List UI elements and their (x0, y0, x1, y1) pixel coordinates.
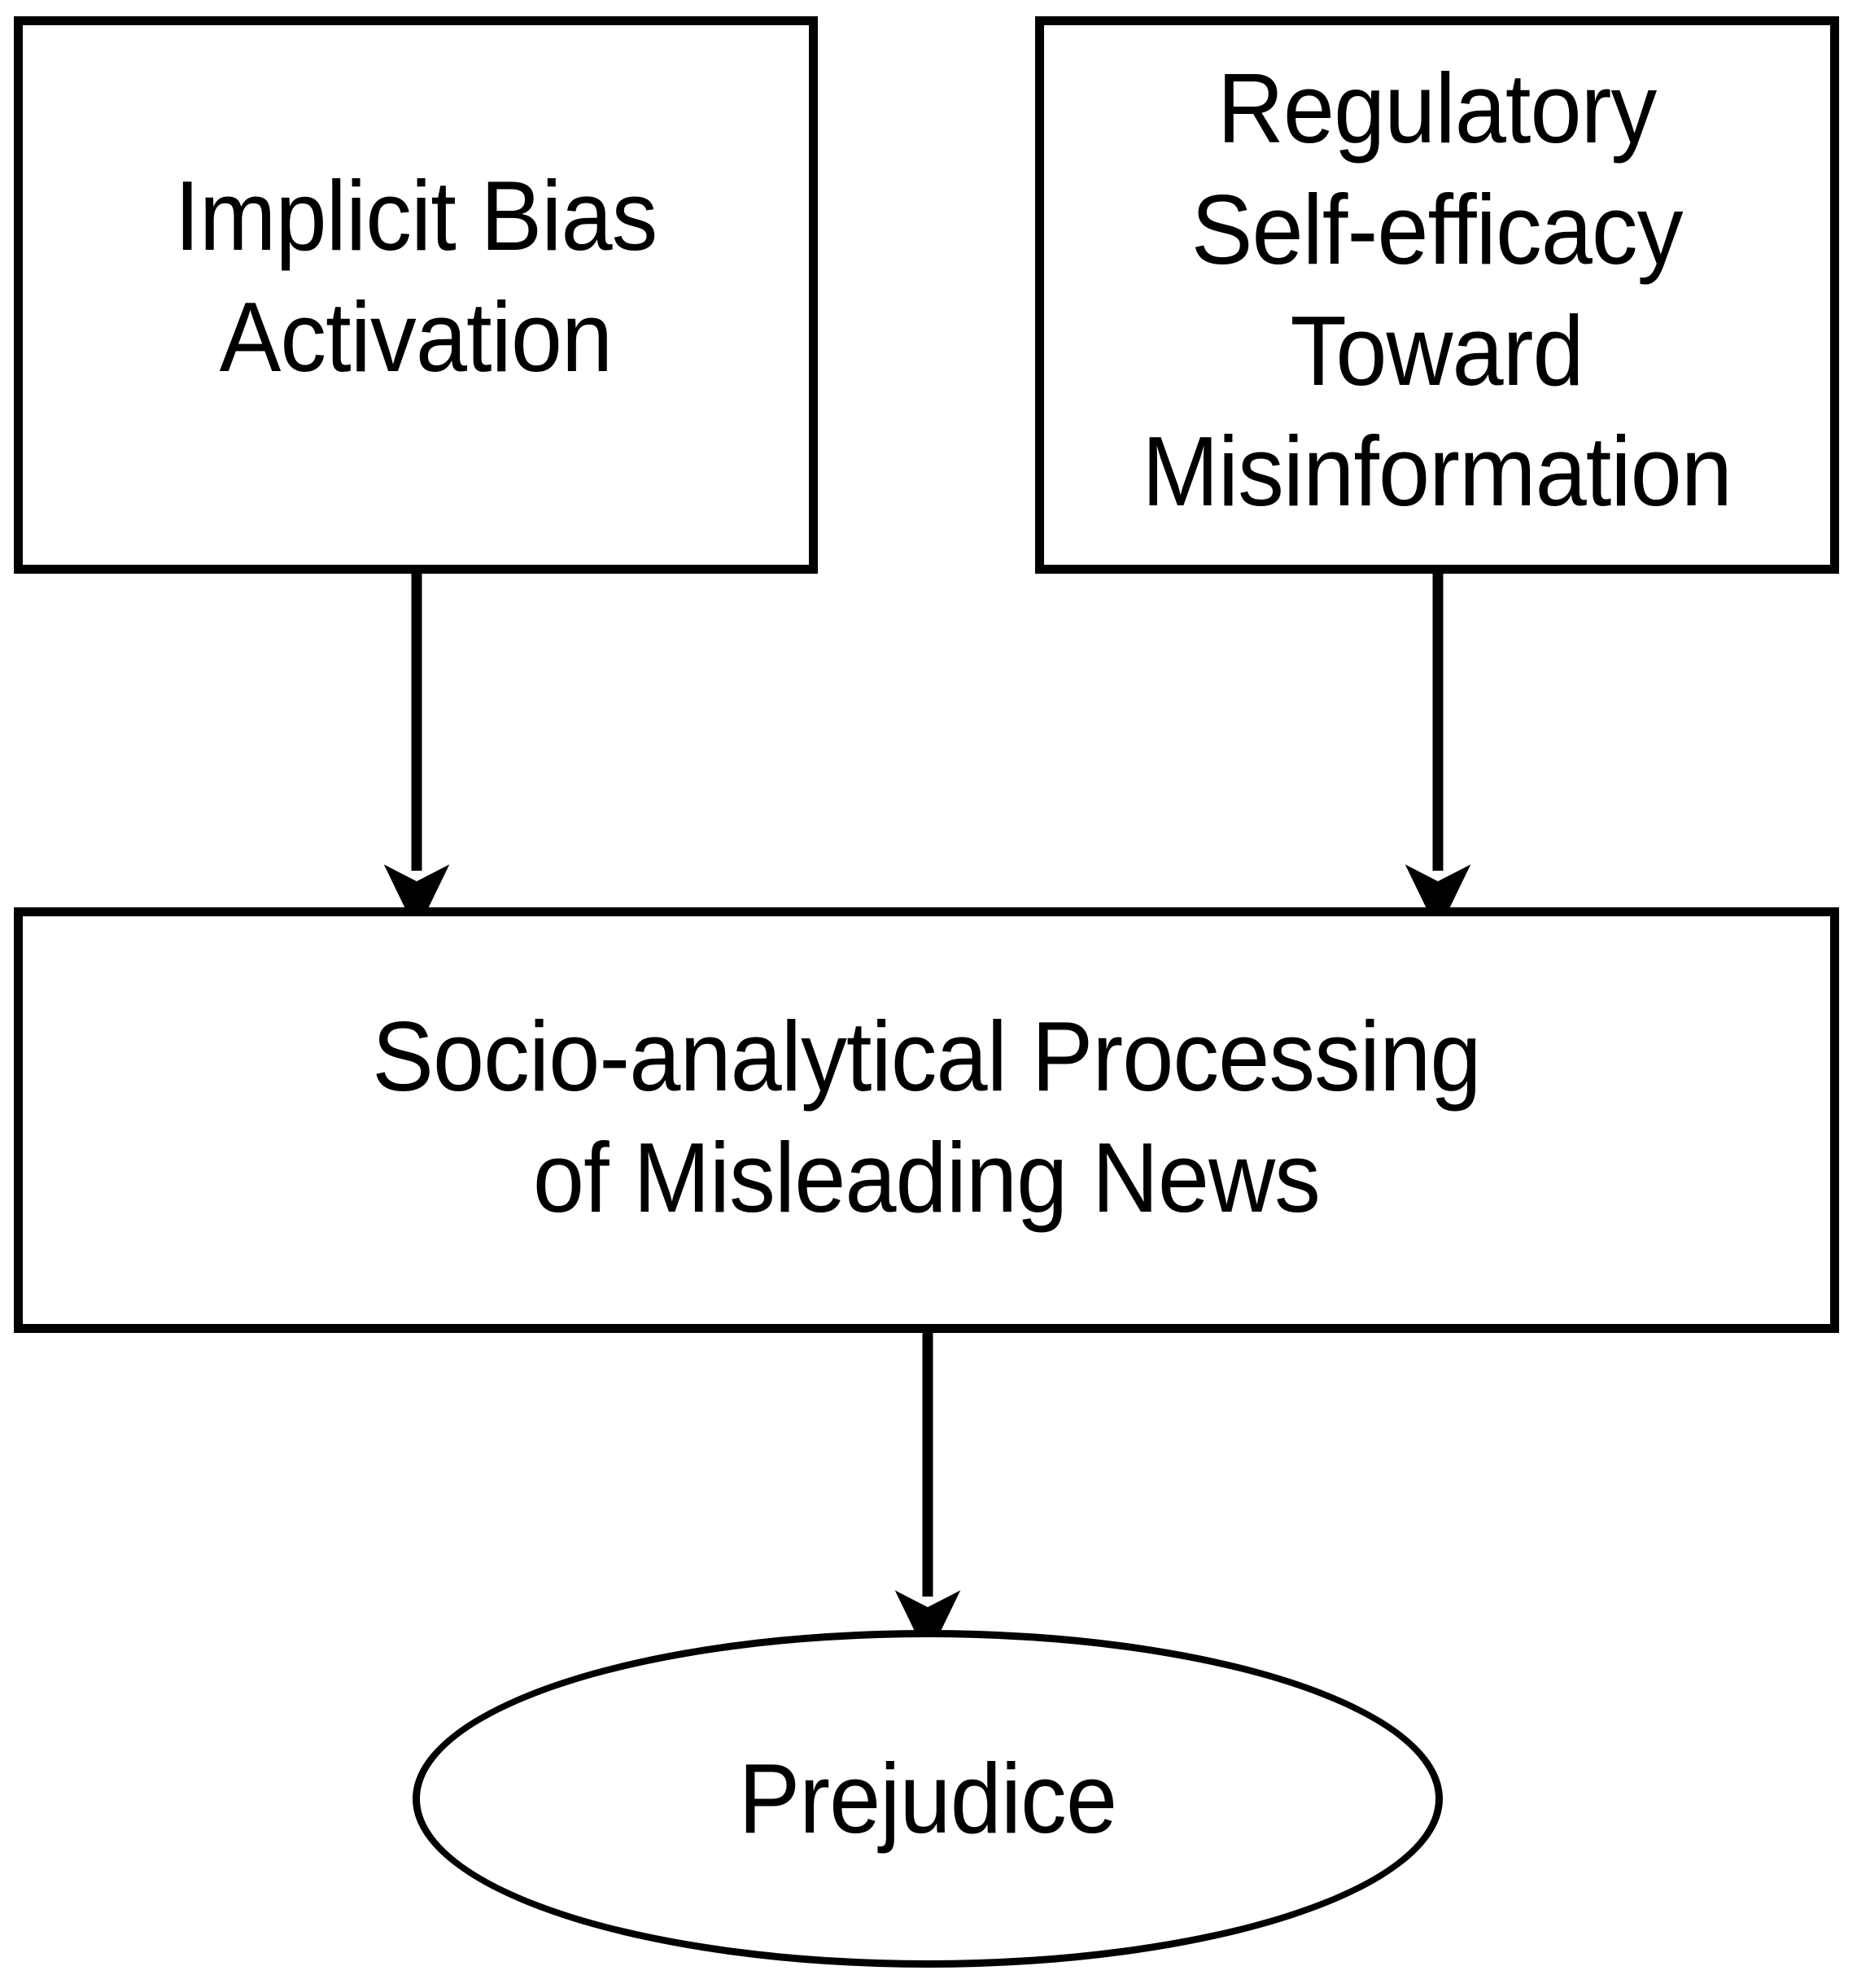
node-label-implicit-bias-activation: Implicit Bias Activation (174, 159, 658, 392)
node-label-prejudice: Prejudice (738, 1743, 1118, 1855)
node-regulatory-self-efficacy-toward-misinformation: Regulatory Self-efficacy Toward Misinfor… (1035, 16, 1839, 574)
node-socio-analytical-processing-of-misleading-news: Socio-analytical Processing of Misleadin… (14, 907, 1839, 1333)
node-label-socio-analytical-processing-of-misleading-news: Socio-analytical Processing of Misleadin… (372, 1000, 1481, 1233)
node-prejudice: Prejudice (413, 1630, 1443, 1968)
node-label-regulatory-self-efficacy-toward-misinformation: Regulatory Self-efficacy Toward Misinfor… (1142, 52, 1733, 527)
node-implicit-bias-activation: Implicit Bias Activation (14, 16, 818, 574)
